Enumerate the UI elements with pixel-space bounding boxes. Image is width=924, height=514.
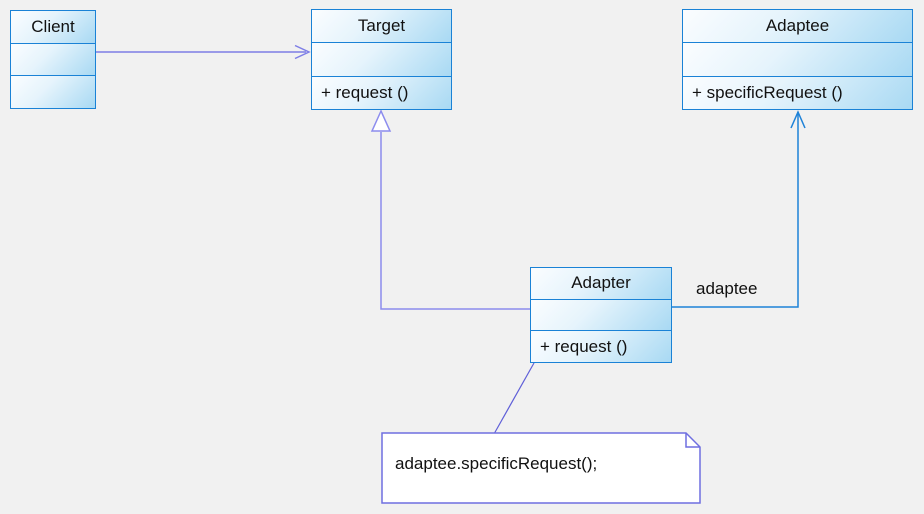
- class-adaptee[interactable]: Adaptee + specificRequest (): [682, 9, 913, 110]
- class-adapter[interactable]: Adapter + request (): [530, 267, 672, 363]
- class-adaptee-attributes-compartment: [683, 42, 912, 76]
- association-adapter-adaptee[interactable]: [672, 110, 806, 308]
- class-client-operations-compartment: [11, 75, 95, 109]
- hollow-triangle-arrowhead-icon: [370, 109, 392, 132]
- class-target[interactable]: Target + request (): [311, 9, 452, 110]
- association-client-target[interactable]: [96, 44, 311, 60]
- class-target-operations-compartment: + request (): [312, 75, 451, 109]
- generalization-adapter-target[interactable]: [370, 109, 530, 310]
- operation-text: + request (): [540, 336, 628, 356]
- open-arrowhead-icon: [294, 44, 311, 60]
- note-anchor-line[interactable]: [493, 362, 535, 435]
- class-adapter-name-compartment: Adapter: [531, 268, 671, 299]
- class-client-attributes-compartment: [11, 42, 95, 76]
- class-adaptee-name-compartment: Adaptee: [683, 10, 912, 43]
- class-adapter-operations-compartment: + request (): [531, 330, 671, 363]
- note-body[interactable]: [381, 432, 701, 504]
- operation-text: + specificRequest (): [692, 82, 843, 102]
- association-adapter-adaptee-line[interactable]: [672, 113, 799, 308]
- note-fold-corner-icon: [685, 433, 700, 448]
- class-client[interactable]: Client: [10, 10, 96, 109]
- class-target-name-compartment: Target: [312, 10, 451, 43]
- class-name: Client: [31, 16, 75, 36]
- class-name: Adapter: [571, 273, 631, 293]
- open-arrowhead-icon: [790, 110, 806, 129]
- class-name: Target: [357, 16, 406, 36]
- association-role-label-adaptee[interactable]: adaptee: [696, 279, 758, 298]
- class-adapter-attributes-compartment: [531, 298, 671, 331]
- class-name: Adaptee: [765, 16, 830, 36]
- note-text[interactable]: adaptee.specificRequest();: [395, 453, 598, 473]
- class-adaptee-operations-compartment: + specificRequest (): [683, 75, 912, 109]
- class-target-attributes-compartment: [312, 42, 451, 76]
- operation-text: + request (): [321, 82, 409, 102]
- generalization-adapter-target-line[interactable]: [380, 132, 530, 310]
- note-shape[interactable]: [381, 432, 701, 504]
- class-client-name-compartment: Client: [11, 11, 95, 43]
